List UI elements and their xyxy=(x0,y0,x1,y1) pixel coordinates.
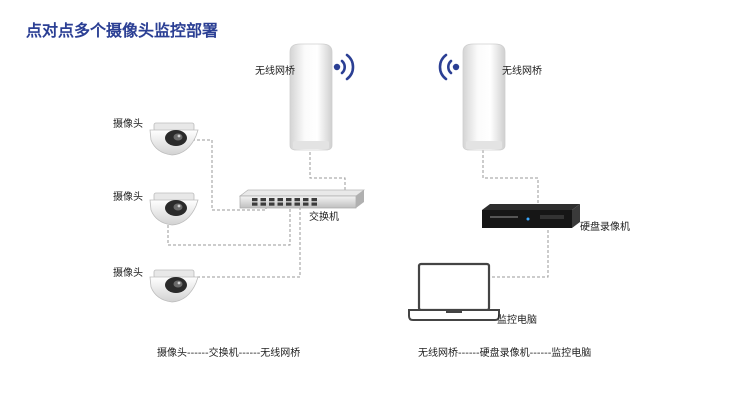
switch-port xyxy=(303,198,309,202)
label-switch: 交换机 xyxy=(309,212,339,223)
label-camera-1: 摄像头 xyxy=(113,119,143,130)
switch-port xyxy=(269,198,275,202)
wifi-signal-right-icon xyxy=(438,53,460,81)
caption-right: 无线网桥------硬盘录像机------监控电脑 xyxy=(418,348,592,359)
switch-port xyxy=(303,202,309,206)
switch-port xyxy=(260,202,266,206)
label-bridge-left: 无线网桥 xyxy=(255,66,295,77)
switch-port xyxy=(311,202,317,206)
label-camera-2: 摄像头 xyxy=(113,192,143,203)
switch-port xyxy=(286,198,292,202)
switch-port xyxy=(311,198,317,202)
link-camera2-switch xyxy=(167,208,291,246)
caption-left: 摄像头------交换机------无线网桥 xyxy=(157,348,301,359)
switch-port xyxy=(294,202,300,206)
switch-port xyxy=(277,198,283,202)
label-bridge-right: 无线网桥 xyxy=(502,66,542,77)
camera-3-icon xyxy=(149,269,199,303)
switch-ports xyxy=(252,198,317,206)
switch-port xyxy=(252,202,258,206)
switch-port xyxy=(252,198,258,202)
switch-port xyxy=(294,198,300,202)
switch-port xyxy=(286,202,292,206)
camera-1-icon xyxy=(149,122,199,156)
bridge-right-icon xyxy=(462,43,506,151)
switch-port xyxy=(260,198,266,202)
link-bridge-nvr xyxy=(482,150,539,208)
switch-port xyxy=(269,202,275,206)
link-switch-bridge xyxy=(309,150,346,190)
link-camera3-switch xyxy=(192,208,301,278)
label-camera-3: 摄像头 xyxy=(113,268,143,279)
label-pc: 监控电脑 xyxy=(497,315,537,326)
camera-2-icon xyxy=(149,192,199,226)
switch-port xyxy=(277,202,283,206)
laptop-icon xyxy=(408,262,500,321)
label-nvr: 硬盘录像机 xyxy=(580,222,630,233)
nvr-icon xyxy=(482,204,580,228)
link-nvr-pc xyxy=(492,230,549,278)
wifi-signal-left-icon xyxy=(333,53,355,81)
page-title: 点对点多个摄像头监控部署 xyxy=(26,21,219,40)
switch-icon xyxy=(238,189,366,209)
bridge-left-icon xyxy=(289,43,333,151)
